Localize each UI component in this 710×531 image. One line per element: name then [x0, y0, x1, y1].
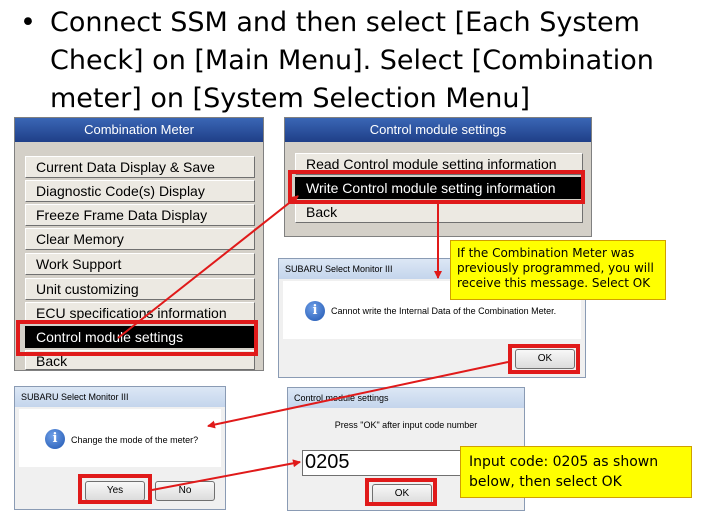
arrow-to-write-settings — [117, 195, 299, 339]
note-input-code: Input code: 0205 as shown below, then se… — [460, 446, 692, 498]
highlight-yes-button — [78, 474, 152, 504]
menu-item-freeze-frame[interactable]: Freeze Frame Data Display — [25, 204, 255, 226]
menu-item-unit-customizing[interactable]: Unit customizing — [25, 278, 255, 300]
menu-item-read-settings[interactable]: Read Control module setting information — [295, 153, 583, 175]
control-module-title: Control module settings — [285, 118, 591, 142]
instruction-line-3: meter] on [System Selection Menu] — [50, 83, 531, 114]
arrow-to-change-mode-dialog — [207, 361, 509, 429]
arrow-to-code-input — [151, 459, 301, 491]
note-line: previously programmed, you will — [457, 261, 654, 275]
note-line: receive this message. Select OK — [457, 276, 651, 290]
menu-item-control-module-settings[interactable]: Control module settings — [25, 326, 255, 348]
change-mode-message: Change the mode of the meter? — [71, 435, 199, 445]
combination-meter-panel: Combination Meter Current Data Display &… — [14, 117, 264, 371]
menu-item-current-data[interactable]: Current Data Display & Save — [25, 156, 255, 178]
menu-item-diagnostic-codes[interactable]: Diagnostic Code(s) Display — [25, 180, 255, 202]
change-mode-dialog-title: SUBARU Select Monitor III — [15, 387, 225, 407]
menu-item-work-support[interactable]: Work Support — [25, 253, 255, 275]
instruction-line-2: Check] on [Main Menu]. Select [Combinati… — [50, 45, 654, 76]
menu-item-clear-memory[interactable]: Clear Memory — [25, 228, 255, 250]
info-icon: i — [45, 429, 65, 449]
menu-item-ecu-specifications[interactable]: ECU specifications information — [25, 302, 255, 324]
highlight-write-settings — [288, 170, 585, 204]
code-entry-prompt: Press "OK" after input code number — [334, 420, 478, 430]
menu-item-write-settings[interactable]: Write Control module setting information — [295, 177, 583, 199]
instruction-line-1: Connect SSM and then select [Each System — [50, 7, 640, 38]
note-line: If the Combination Meter was — [457, 246, 635, 260]
highlight-code-entry-ok — [365, 478, 437, 506]
bullet-glyph: • — [20, 7, 36, 38]
ok-button[interactable]: OK — [515, 349, 575, 369]
note-line: Input code: 0205 as shown — [469, 454, 659, 470]
info-icon: i — [305, 301, 325, 321]
highlight-cannot-write-ok — [508, 344, 580, 374]
cannot-write-dialog: SUBARU Select Monitor III i Cannot write… — [278, 258, 586, 378]
combination-meter-title: Combination Meter — [15, 118, 263, 142]
cannot-write-message: Cannot write the Internal Data of the Co… — [331, 306, 557, 316]
note-line: below, then select OK — [469, 474, 622, 490]
note-previously-programmed: If the Combination Meter was previously … — [450, 240, 666, 300]
